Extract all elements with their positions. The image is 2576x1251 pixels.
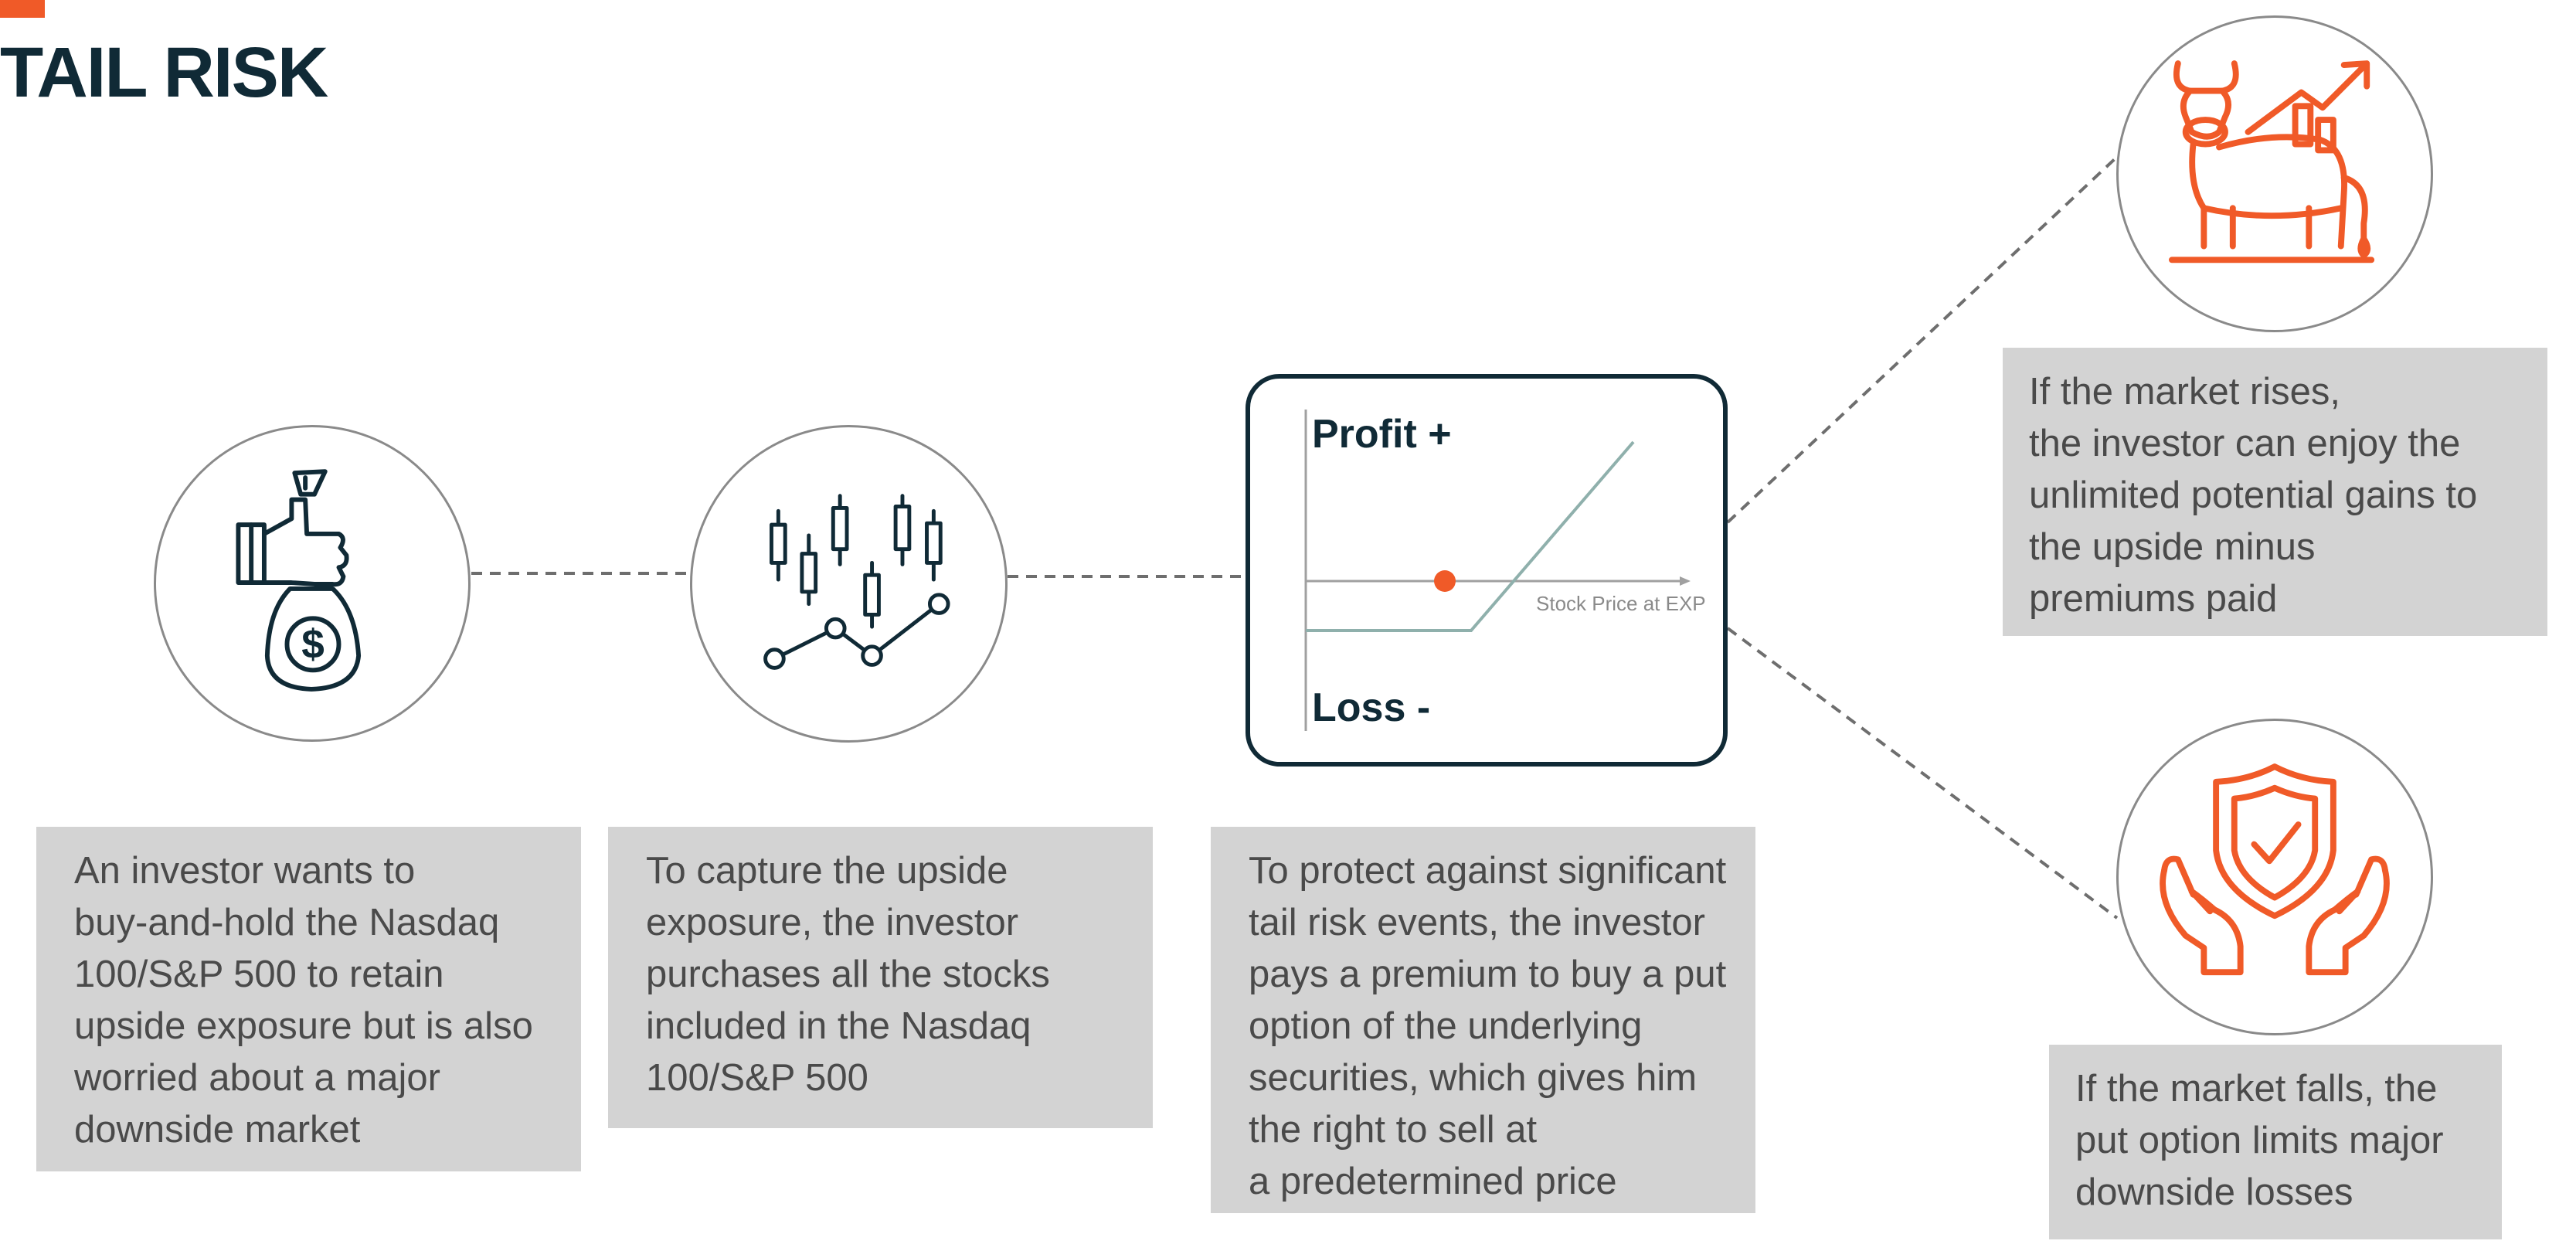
connector-3-bull xyxy=(1726,155,2119,524)
money-bag-hand-icon: $ xyxy=(236,469,362,692)
text-line: option of the underlying xyxy=(1249,1005,1643,1047)
payoff-chart-graphic xyxy=(1304,410,1691,731)
text-line: put option limits major xyxy=(2075,1120,2444,1161)
market-rises-description: If the market rises, the investor can en… xyxy=(2003,348,2547,636)
text-line: the investor can enjoy the xyxy=(2029,423,2461,464)
bull-market-icon xyxy=(2169,60,2375,263)
text-line: downside market xyxy=(74,1109,361,1151)
text-line: worried about a major xyxy=(74,1057,440,1099)
text-line: included in the Nasdaq xyxy=(646,1005,1031,1047)
protection-circle xyxy=(2116,719,2433,1035)
text-line: purchases all the stocks xyxy=(646,954,1050,995)
text-line: 100/S&P 500 to retain xyxy=(74,954,444,995)
text-line: tail risk events, the investor xyxy=(1249,902,1705,943)
page-title: TAIL RISK xyxy=(0,33,328,112)
loss-label: Loss - xyxy=(1312,685,1431,730)
bull-circle xyxy=(2116,15,2433,332)
step-2-circle xyxy=(690,425,1008,743)
step-1-circle: $ xyxy=(154,425,471,742)
text-line: If the market falls, the xyxy=(2075,1068,2438,1110)
text-line: upside exposure but is also xyxy=(74,1005,533,1047)
candlestick-chart-icon xyxy=(763,494,950,670)
text-line: securities, which gives him xyxy=(1249,1057,1698,1099)
text-line: downside losses xyxy=(2075,1171,2353,1213)
text-line: pays a premium to buy a put xyxy=(1249,954,1727,995)
payoff-line xyxy=(1306,440,1635,632)
x-axis-arrowhead xyxy=(1680,576,1691,586)
connector-3-protect xyxy=(1726,627,2119,920)
text-line: If the market rises, xyxy=(2029,371,2341,413)
dollar-symbol: $ xyxy=(301,622,325,668)
protected-hands-icon xyxy=(2160,763,2390,976)
text-line: exposure, the investor xyxy=(646,902,1019,943)
text-line: 100/S&P 500 xyxy=(646,1057,868,1099)
text-line: the right to sell at xyxy=(1249,1109,1538,1151)
step-3-description: To protect against significant tail risk… xyxy=(1211,827,1755,1213)
text-line: the upside minus xyxy=(2029,526,2316,568)
put-payoff-chart: Profit + Loss - Stock Price at EXP xyxy=(1246,374,1728,767)
text-line: buy-and-hold the Nasdaq xyxy=(74,902,500,943)
text-line: An investor wants to xyxy=(74,850,416,892)
x-axis-label: Stock Price at EXP xyxy=(1536,592,1706,615)
strike-price-dot xyxy=(1434,570,1456,592)
text-line: To capture the upside xyxy=(646,850,1008,892)
text-line: a predetermined price xyxy=(1249,1161,1617,1202)
profit-label: Profit + xyxy=(1312,412,1452,457)
market-falls-description: If the market falls, the put option limi… xyxy=(2049,1045,2502,1239)
text-line: To protect against significant xyxy=(1249,850,1727,892)
step-1-description: An investor wants to buy-and-hold the Na… xyxy=(36,827,581,1171)
text-line: premiums paid xyxy=(2029,578,2278,620)
text-line: unlimited potential gains to xyxy=(2029,474,2478,516)
accent-bar xyxy=(0,0,45,18)
step-2-description: To capture the upside exposure, the inve… xyxy=(608,827,1153,1128)
